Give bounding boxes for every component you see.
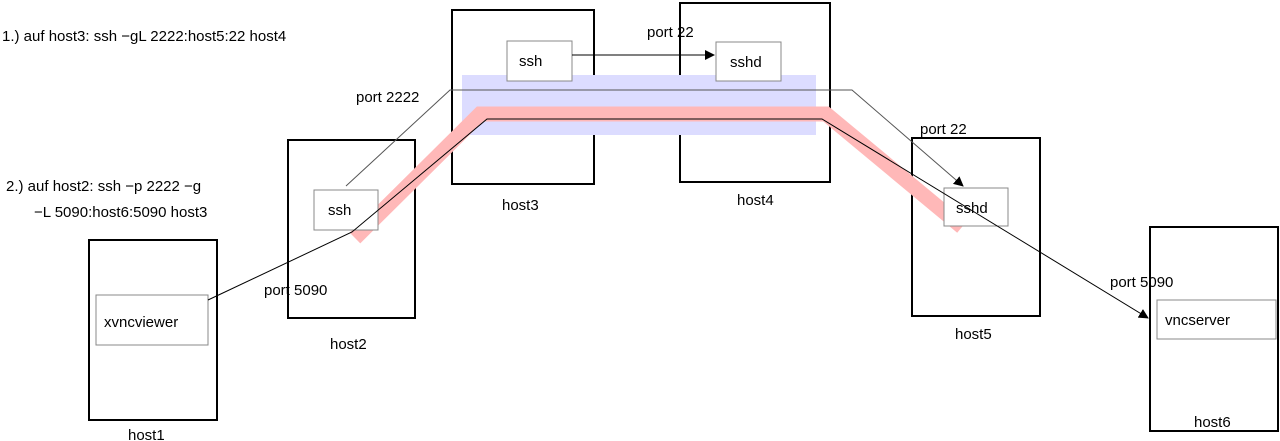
port-label-5090-host2: port 5090 bbox=[264, 282, 327, 299]
host4-process-label: sshd bbox=[730, 54, 762, 71]
host5-box bbox=[911, 137, 1041, 317]
host1-label: host1 bbox=[128, 427, 165, 441]
host6-label: host6 bbox=[1194, 414, 1231, 431]
port2222-forward-line bbox=[345, 89, 964, 187]
note-step-1: 1.) auf host3: ssh −gL 2222:host5:22 hos… bbox=[2, 28, 286, 45]
host5-process-label: sshd bbox=[956, 200, 988, 217]
port-label-22-host4: port 22 bbox=[647, 24, 694, 41]
port5090-tunnel-line bbox=[207, 118, 1149, 319]
host5-label: host5 bbox=[955, 326, 992, 343]
tunnel-2-band bbox=[349, 106, 967, 244]
tunnel-1-band bbox=[462, 75, 816, 135]
host6-proc-box bbox=[1156, 299, 1277, 340]
host3-label: host3 bbox=[502, 197, 539, 214]
port-label-22-host5: port 22 bbox=[920, 121, 967, 138]
host2-label: host2 bbox=[330, 336, 367, 353]
host4-label: host4 bbox=[737, 192, 774, 209]
host6-process-label: vncserver bbox=[1165, 312, 1230, 329]
port-label-5090-host6: port 5090 bbox=[1110, 274, 1173, 291]
host1-process-label: xvncviewer bbox=[104, 314, 178, 331]
port-label-2222: port 2222 bbox=[356, 89, 419, 106]
host3-process-label: ssh bbox=[519, 53, 542, 70]
host4-proc-box bbox=[715, 41, 782, 82]
host1-proc-box bbox=[95, 294, 209, 346]
note-step-2-line-2: −L 5090:host6:5090 host3 bbox=[34, 204, 207, 221]
host3-proc-box bbox=[506, 40, 573, 82]
host2-process-label: ssh bbox=[328, 202, 351, 219]
note-step-2-line-1: 2.) auf host2: ssh −p 2222 −g bbox=[6, 178, 201, 195]
host5-proc-box bbox=[943, 187, 1009, 227]
